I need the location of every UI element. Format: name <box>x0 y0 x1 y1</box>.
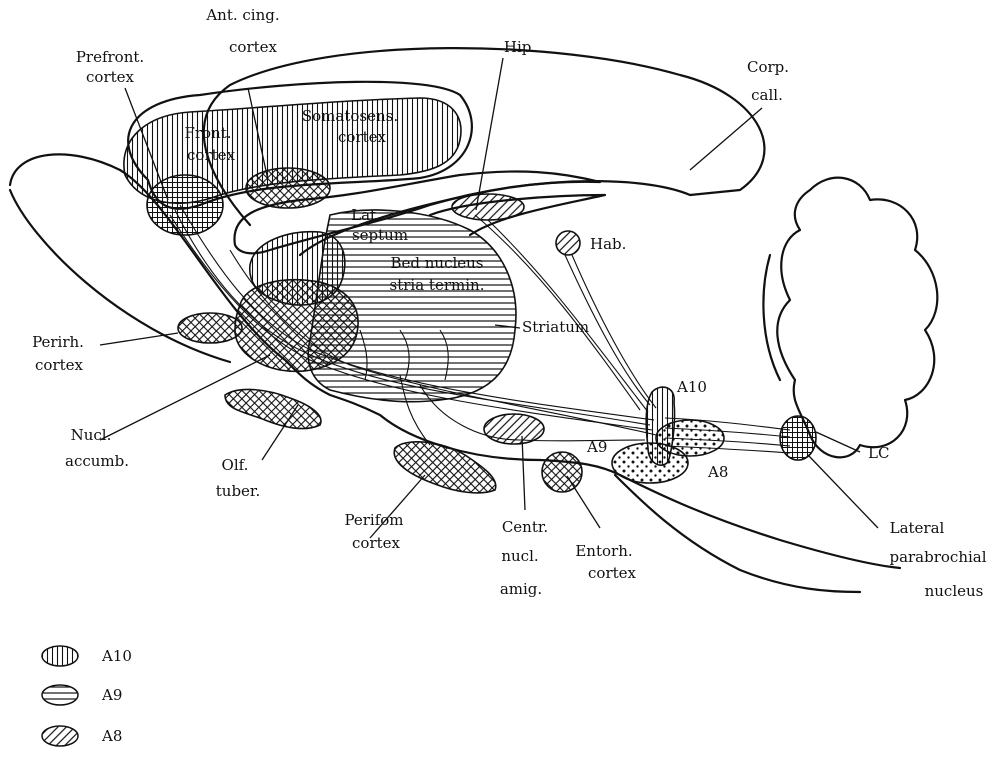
label-somatosens-2: cortex <box>338 128 387 146</box>
label-lat-septum-2: septum <box>352 226 408 244</box>
label-hab: Hab. <box>590 235 626 253</box>
label-front-2: cortex <box>187 146 236 164</box>
label-prefront-2: cortex <box>86 68 135 86</box>
label-centr-1: Centr. <box>502 518 548 536</box>
label-bed-2: stria termin. <box>390 276 485 294</box>
legend-item-a10: A10 <box>42 646 132 666</box>
label-perirh-2: cortex <box>35 356 84 374</box>
olfactory-tubercle-region <box>225 389 321 428</box>
legend-label-a10: A10 <box>101 647 132 665</box>
legend-swatch-horizontal <box>42 685 78 705</box>
legend-item-a9: A9 <box>42 685 122 705</box>
label-front-1: Front. <box>184 124 231 142</box>
label-lateral-3: nucleus <box>925 582 984 600</box>
legend-label-a8: A8 <box>101 727 122 745</box>
label-prefront-1: Prefront. <box>76 48 144 66</box>
label-hip: Hip. <box>504 38 536 56</box>
label-corp-1: Corp. <box>747 58 789 76</box>
label-bed-1: Bed nucleus <box>390 254 483 272</box>
label-corp-2: call. <box>751 86 783 104</box>
label-lat-septum-1: Lat. <box>351 206 381 224</box>
label-perirh-1: Perirh. <box>32 333 84 351</box>
label-a8: A8 <box>707 463 728 481</box>
lc-nucleus <box>780 416 816 460</box>
label-centr-2: nucl. <box>501 547 538 565</box>
hippocampus-region <box>452 194 524 220</box>
habenula-region <box>556 231 580 255</box>
entorhinal-cortex-region <box>542 452 582 492</box>
label-perifom-2: cortex <box>352 534 401 552</box>
legend-swatch-diagonal <box>42 726 78 746</box>
perirhinal-cortex-region <box>178 313 242 343</box>
label-olf-2: tuber. <box>216 482 260 500</box>
legend: A10 A9 A8 <box>42 646 132 746</box>
label-nucl-1: Nucl. <box>71 426 112 444</box>
label-lateral-1: Lateral <box>890 519 945 537</box>
label-ant-cing-2: cortex <box>229 38 278 56</box>
label-entorh-2: cortex <box>588 564 637 582</box>
legend-label-a9: A9 <box>101 686 122 704</box>
brainstem-dorsal <box>615 475 860 592</box>
prefrontal-cortex-region <box>147 175 223 235</box>
cerebellum-inner <box>763 255 780 380</box>
label-striatum: Striatum <box>522 318 589 336</box>
label-entorh-1: Entorh. <box>575 542 632 560</box>
anterior-cingulate-region <box>246 168 330 208</box>
cerebellum-outline <box>777 178 937 458</box>
label-olf-1: Olf. <box>222 456 249 474</box>
label-nucl-2: accumb. <box>65 452 129 470</box>
label-a9: A9 <box>586 438 607 456</box>
label-lateral-2: parabrochial <box>889 548 986 566</box>
legend-swatch-vertical <box>42 646 78 666</box>
label-ant-cing-1: Ant. cing. <box>205 6 279 24</box>
nucleus-accumbens-region <box>235 280 358 371</box>
label-lc: LC <box>868 444 889 462</box>
label-perifom-1: Perifom <box>344 511 403 529</box>
label-centr-3: amig. <box>500 580 542 598</box>
label-somatosens-1: Somatosens. <box>302 107 398 125</box>
label-a10: A10 <box>676 378 707 396</box>
legend-item-a8: A8 <box>42 726 122 746</box>
piriform-cortex-region <box>394 442 496 493</box>
